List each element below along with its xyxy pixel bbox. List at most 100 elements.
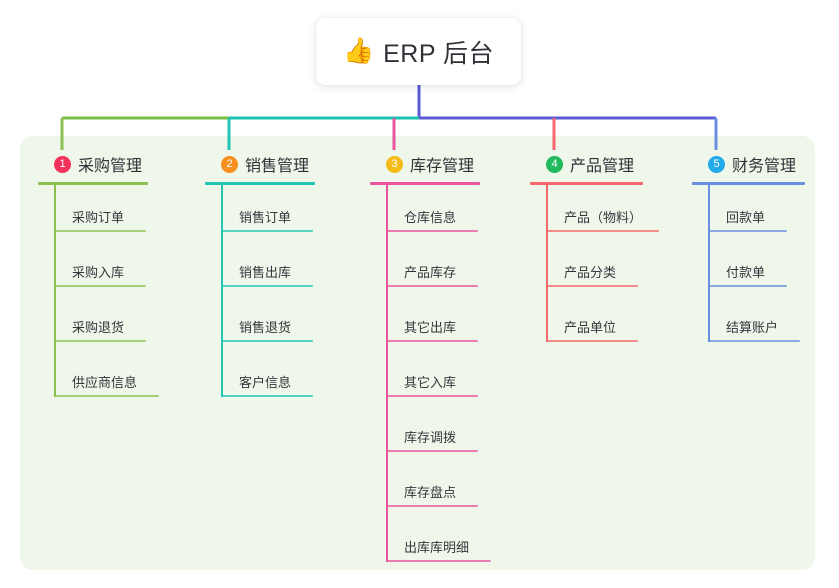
list-item-label: 回款单 <box>726 210 766 225</box>
list-item[interactable]: 采购退货 <box>38 295 148 350</box>
column-header-1[interactable]: 1 采购管理 <box>38 150 148 178</box>
list-item[interactable]: 付款单 <box>692 240 805 295</box>
column-header-rule <box>370 182 480 185</box>
column-title: 采购管理 <box>78 158 143 175</box>
list-item[interactable]: 采购入库 <box>38 240 148 295</box>
list-item[interactable]: 产品（物料） <box>530 185 659 240</box>
list-item-rule <box>54 285 146 287</box>
list-item-rule <box>708 285 787 287</box>
list-item-rule <box>386 230 478 232</box>
list-item-label: 其它入库 <box>404 375 457 390</box>
column-产品管理: 4 产品管理产品（物料） 产品分类产品单位 <box>530 150 659 350</box>
column-header-rule <box>692 182 805 185</box>
column-header-rule <box>530 182 643 185</box>
list-item[interactable]: 仓库信息 <box>370 185 480 240</box>
list-item[interactable]: 产品分类 <box>530 240 643 295</box>
column-items: 仓库信息产品库存其它出库其它入库库存调拨库存盘点出库库明细 <box>370 185 491 570</box>
list-item-label: 付款单 <box>726 265 766 280</box>
column-trunk-line <box>54 185 56 397</box>
list-item-rule <box>54 230 146 232</box>
list-item-rule <box>221 395 313 397</box>
list-item-rule <box>221 285 313 287</box>
list-item-label: 客户信息 <box>239 375 292 390</box>
list-item-rule <box>54 340 146 342</box>
diagram-panel <box>20 136 815 570</box>
column-trunk-line <box>546 185 548 342</box>
column-title: 财务管理 <box>732 158 797 175</box>
list-item[interactable]: 采购订单 <box>38 185 148 240</box>
column-采购管理: 1 采购管理采购订单采购入库采购退货供应商信息 <box>38 150 159 405</box>
list-item-label: 库存调拨 <box>404 430 457 445</box>
list-item-label: 库存盘点 <box>404 485 457 500</box>
list-item[interactable]: 销售出库 <box>205 240 315 295</box>
list-item[interactable]: 库存盘点 <box>370 460 480 515</box>
root-node-title: ERP 后台 <box>383 39 495 68</box>
column-trunk-line <box>708 185 710 342</box>
column-header-rule <box>205 182 315 185</box>
list-item-label: 结算账户 <box>726 320 779 335</box>
list-item-rule <box>386 395 478 397</box>
list-item[interactable]: 销售订单 <box>205 185 315 240</box>
list-item-rule <box>386 340 478 342</box>
column-badge-icon: 1 <box>54 155 71 173</box>
list-item[interactable]: 客户信息 <box>205 350 315 405</box>
column-items: 产品（物料） 产品分类产品单位 <box>530 185 659 350</box>
list-item-rule <box>386 450 478 452</box>
list-item[interactable]: 回款单 <box>692 185 805 240</box>
list-item-label: 采购订单 <box>72 210 125 225</box>
list-item[interactable]: 供应商信息 <box>38 350 159 405</box>
list-item[interactable]: 出库库明细 <box>370 515 491 570</box>
list-item[interactable]: 产品单位 <box>530 295 643 350</box>
list-item[interactable]: 其它出库 <box>370 295 480 350</box>
list-item-rule <box>221 340 313 342</box>
column-header-4[interactable]: 4 产品管理 <box>530 150 643 178</box>
list-item-rule <box>386 285 478 287</box>
list-item-rule <box>546 285 638 287</box>
column-header-rule <box>38 182 148 185</box>
column-财务管理: 5 财务管理回款单付款单结算账户 <box>692 150 805 350</box>
column-badge-icon: 5 <box>708 155 725 173</box>
list-item-rule <box>546 340 638 342</box>
list-item-label: 其它出库 <box>404 320 457 335</box>
list-item-label: 采购退货 <box>72 320 125 335</box>
thumbs-up-icon: 👍 <box>342 37 375 65</box>
list-item-label: 产品单位 <box>564 320 617 335</box>
column-badge-icon: 2 <box>221 155 238 173</box>
list-item[interactable]: 产品库存 <box>370 240 480 295</box>
column-items: 采购订单采购入库采购退货供应商信息 <box>38 185 159 405</box>
list-item-rule <box>386 560 491 562</box>
column-header-5[interactable]: 5 财务管理 <box>692 150 805 178</box>
list-item-rule <box>546 230 659 232</box>
list-item[interactable]: 库存调拨 <box>370 405 480 460</box>
column-title: 销售管理 <box>245 158 310 175</box>
list-item-label: 出库库明细 <box>404 540 470 555</box>
column-trunk-line <box>221 185 223 397</box>
list-item-label: 采购入库 <box>72 265 125 280</box>
list-item-rule <box>386 505 478 507</box>
list-item-label: 供应商信息 <box>72 375 138 390</box>
list-item[interactable]: 结算账户 <box>692 295 805 350</box>
list-item[interactable]: 销售退货 <box>205 295 315 350</box>
column-header-2[interactable]: 2 销售管理 <box>205 150 315 178</box>
column-items: 销售订单销售出库销售退货客户信息 <box>205 185 315 405</box>
root-node-card[interactable]: 👍 ERP 后台 <box>316 18 521 85</box>
list-item-label: 产品分类 <box>564 265 617 280</box>
list-item-label: 销售订单 <box>239 210 292 225</box>
list-item[interactable]: 其它入库 <box>370 350 480 405</box>
column-badge-icon: 3 <box>386 155 403 173</box>
list-item-rule <box>54 395 159 397</box>
list-item-label: 仓库信息 <box>404 210 457 225</box>
list-item-label: 产品库存 <box>404 265 457 280</box>
column-trunk-line <box>386 185 388 562</box>
column-badge-icon: 4 <box>546 155 563 173</box>
list-item-rule <box>708 230 787 232</box>
list-item-label: 销售退货 <box>239 320 292 335</box>
column-title: 产品管理 <box>570 158 635 175</box>
list-item-rule <box>708 340 800 342</box>
column-销售管理: 2 销售管理销售订单销售出库销售退货客户信息 <box>205 150 315 405</box>
column-items: 回款单付款单结算账户 <box>692 185 805 350</box>
list-item-label: 产品（物料） <box>564 210 643 225</box>
